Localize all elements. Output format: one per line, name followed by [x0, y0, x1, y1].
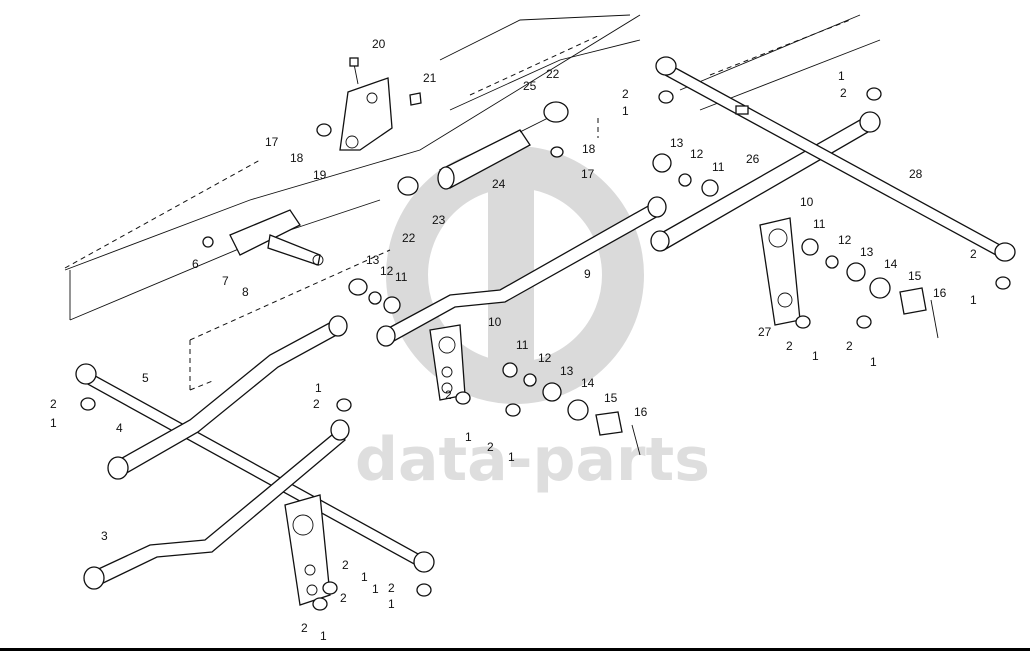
callout-label-2l: 2 [622, 87, 629, 101]
callout-label-2h: 2 [388, 581, 395, 595]
callout-label-1c: 1 [50, 416, 57, 430]
bottom-rule [0, 648, 1030, 651]
callout-label-16a: 16 [634, 405, 648, 419]
pitman-arm-lower [284, 494, 331, 606]
callout-label-11b: 11 [516, 338, 529, 352]
washer-stack-left [348, 278, 401, 314]
hydraulic-cylinder-24 [397, 101, 569, 196]
callout-label-2d: 2 [313, 397, 320, 411]
callout-label-9: 9 [584, 267, 591, 281]
callout-label-15b: 15 [908, 269, 922, 283]
callout-label-1g: 1 [372, 582, 379, 596]
callout-label-18a: 18 [290, 151, 304, 165]
callout-label-22b: 22 [402, 231, 416, 245]
callout-label-11d: 11 [813, 217, 826, 231]
callout-label-2j: 2 [846, 339, 853, 353]
callout-label-13a: 13 [366, 253, 380, 267]
callout-label-12d: 12 [838, 233, 852, 247]
callout-label-21: 21 [423, 71, 437, 85]
callout-label-2m: 2 [970, 247, 977, 261]
callout-label-3: 3 [101, 529, 108, 543]
tie-rod-28 [655, 56, 1016, 262]
callout-label-2e: 2 [342, 558, 349, 572]
callout-label-4: 4 [116, 421, 123, 435]
callout-label-15a: 15 [604, 391, 618, 405]
callout-label-8: 8 [242, 285, 249, 299]
callout-label-1a: 1 [465, 430, 472, 444]
drag-link-9 [376, 196, 667, 347]
callout-label-26: 26 [746, 152, 760, 166]
callout-label-16b: 16 [933, 286, 947, 300]
watermark-logo [386, 146, 644, 404]
callout-label-1j: 1 [870, 355, 877, 369]
callout-label-24: 24 [492, 177, 506, 191]
callout-label-1h: 1 [388, 597, 395, 611]
bracket-19 [339, 57, 393, 151]
callout-label-18b: 18 [582, 142, 596, 156]
callout-label-2c: 2 [50, 397, 57, 411]
callout-label-2f: 2 [340, 591, 347, 605]
callout-label-1k: 1 [838, 69, 845, 83]
frame-rails [64, 14, 881, 391]
callout-label-1d: 1 [315, 381, 322, 395]
tie-rod-5 [75, 363, 435, 573]
washer-stack-right [801, 238, 927, 315]
link-3 [83, 419, 350, 590]
callout-label-17b: 17 [581, 167, 595, 181]
callout-label-1i: 1 [812, 349, 819, 363]
callout-label-14a: 14 [581, 376, 595, 390]
callout-label-22a: 22 [546, 67, 560, 81]
callout-label-2k: 2 [840, 86, 847, 100]
callout-label-13d: 13 [860, 245, 874, 259]
steering-bracket-7 [229, 209, 324, 266]
callout-label-13c: 13 [670, 136, 684, 150]
callout-label-14b: 14 [884, 257, 898, 271]
washer-stack-upper-right [652, 153, 719, 197]
callout-label-6: 6 [192, 257, 199, 271]
watermark-text: data-parts [355, 425, 710, 495]
callout-label-19: 19 [313, 168, 327, 182]
link-4 [107, 315, 348, 480]
callout-label-12b: 12 [538, 351, 552, 365]
callout-label-2a: 2 [445, 388, 452, 402]
callout-label-1b: 1 [508, 450, 515, 464]
callout-label-11a: 11 [395, 270, 408, 284]
relay-arm-27 [759, 217, 801, 326]
callout-label-2i: 2 [786, 339, 793, 353]
callout-label-23: 23 [432, 213, 446, 227]
washer-stack-center [502, 362, 623, 436]
callout-label-10b: 10 [800, 195, 814, 209]
callout-label-7: 7 [222, 274, 229, 288]
callout-label-12a: 12 [380, 264, 394, 278]
callout-label-25: 25 [523, 79, 537, 93]
callout-label-12c: 12 [690, 147, 704, 161]
callout-label-1l: 1 [622, 104, 629, 118]
fasteners [80, 87, 1011, 611]
callout-label-13b: 13 [560, 364, 574, 378]
callout-label-1m: 1 [970, 293, 977, 307]
callout-label-5: 5 [142, 371, 149, 385]
callout-label-17a: 17 [265, 135, 279, 149]
callout-label-27: 27 [758, 325, 772, 339]
callout-label-2b: 2 [487, 440, 494, 454]
callout-label-28: 28 [909, 167, 923, 181]
callout-label-1f: 1 [320, 629, 327, 643]
callout-label-11c: 11 [712, 160, 725, 174]
callout-label-2g: 2 [301, 621, 308, 635]
callout-label-1e: 1 [361, 570, 368, 584]
callout-label-20: 20 [372, 37, 386, 51]
callout-label-10a: 10 [488, 315, 502, 329]
